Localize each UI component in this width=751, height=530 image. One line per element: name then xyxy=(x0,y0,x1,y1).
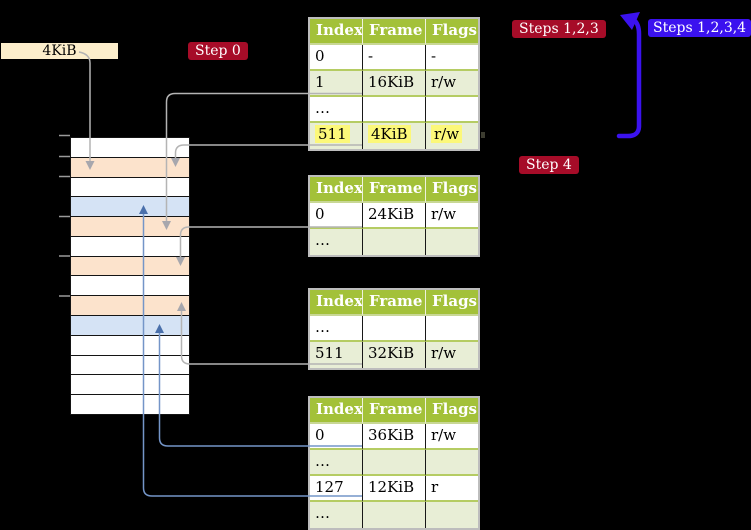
memory-frame-row xyxy=(71,296,189,317)
table-cell: 36KiB xyxy=(363,424,426,450)
table-cell-highlighted: 4KiB xyxy=(363,123,426,149)
table-cell: 16KiB xyxy=(363,71,426,97)
column-header-index: Index xyxy=(310,398,363,424)
table-cell: … xyxy=(310,229,363,255)
column-header-flags: Flags xyxy=(426,177,478,203)
memory-frame-row xyxy=(71,276,189,297)
table-cell: 32KiB xyxy=(363,342,426,368)
column-header-flags: Flags xyxy=(426,398,478,424)
column-header-index: Index xyxy=(310,177,363,203)
memory-frame-row xyxy=(71,256,189,277)
table-cell: - xyxy=(363,45,426,71)
table-cell: … xyxy=(310,450,363,476)
physical-memory-column xyxy=(70,137,190,415)
memory-frame-row xyxy=(71,177,189,198)
memory-frame-row xyxy=(71,138,189,158)
column-header-index: Index xyxy=(310,19,363,45)
table-cell xyxy=(363,502,426,528)
table-cell xyxy=(426,229,478,255)
table-cell xyxy=(426,502,478,528)
table-cell: 0 xyxy=(310,45,363,71)
table-cell: r/w xyxy=(426,424,478,450)
page-table-1: Index Frame Flags 0 - - 1 16KiB r/w … 51… xyxy=(308,17,480,151)
memory-frame-row xyxy=(71,197,189,218)
table-cell xyxy=(426,316,478,342)
memory-frame-row xyxy=(71,157,189,178)
steps-loop-arrowhead xyxy=(620,12,640,30)
badge-steps-1-2-3-4: Steps 1,2,3,4 xyxy=(648,19,751,37)
highlight: 4KiB xyxy=(368,125,411,143)
memory-frame-row xyxy=(71,395,189,414)
highlight: r/w xyxy=(431,125,463,143)
column-header-flags: Flags xyxy=(426,290,478,316)
table-cell: 12KiB xyxy=(363,476,426,502)
table-cell-highlighted: 511 xyxy=(310,123,363,149)
badge-step-0: Step 0 xyxy=(188,42,248,60)
table-cell: r/w xyxy=(426,342,478,368)
table-cell xyxy=(363,229,426,255)
column-header-flags: Flags xyxy=(426,19,478,45)
page-table-4: Index Frame Flags 0 36KiB r/w … 127 12Ki… xyxy=(308,396,480,530)
column-header-frame: Frame xyxy=(363,290,426,316)
page-table-2: Index Frame Flags 0 24KiB r/w … xyxy=(308,175,480,257)
table-cell: 1 xyxy=(310,71,363,97)
table-cell xyxy=(426,450,478,476)
column-header-frame: Frame xyxy=(363,398,426,424)
table-cell: 127 xyxy=(310,476,363,502)
table-cell-highlighted: r/w xyxy=(426,123,478,149)
table-cell: … xyxy=(310,502,363,528)
page-size-label: 4KiB xyxy=(1,43,118,59)
highlight: 511 xyxy=(315,125,350,143)
table-cell: … xyxy=(310,316,363,342)
column-header-index: Index xyxy=(310,290,363,316)
table-cell: 24KiB xyxy=(363,203,426,229)
badge-step-4: Step 4 xyxy=(519,156,579,174)
table-cell xyxy=(363,316,426,342)
memory-frame-row xyxy=(71,355,189,376)
column-header-frame: Frame xyxy=(363,19,426,45)
table-cell: 0 xyxy=(310,203,363,229)
table-cell: r xyxy=(426,476,478,502)
table-cell: 511 xyxy=(310,342,363,368)
steps-loop-arrow xyxy=(616,17,642,139)
table-cell: 0 xyxy=(310,424,363,450)
table-cell: r/w xyxy=(426,71,478,97)
table-cell xyxy=(363,450,426,476)
memory-address-ticks xyxy=(59,134,70,297)
table-cell xyxy=(363,97,426,123)
table-cell: … xyxy=(310,97,363,123)
table-cell: - xyxy=(426,45,478,71)
page-table-3: Index Frame Flags … 511 32KiB r/w xyxy=(308,288,480,370)
memory-frame-row xyxy=(71,316,189,336)
memory-frame-row xyxy=(71,236,189,257)
memory-frame-row xyxy=(71,335,189,356)
badge-steps-1-2-3: Steps 1,2,3 xyxy=(512,20,606,38)
table-cell: r/w xyxy=(426,203,478,229)
table-cell xyxy=(426,97,478,123)
memory-frame-row xyxy=(71,217,189,237)
column-header-frame: Frame xyxy=(363,177,426,203)
notch xyxy=(481,132,485,138)
memory-frame-row xyxy=(71,375,189,396)
